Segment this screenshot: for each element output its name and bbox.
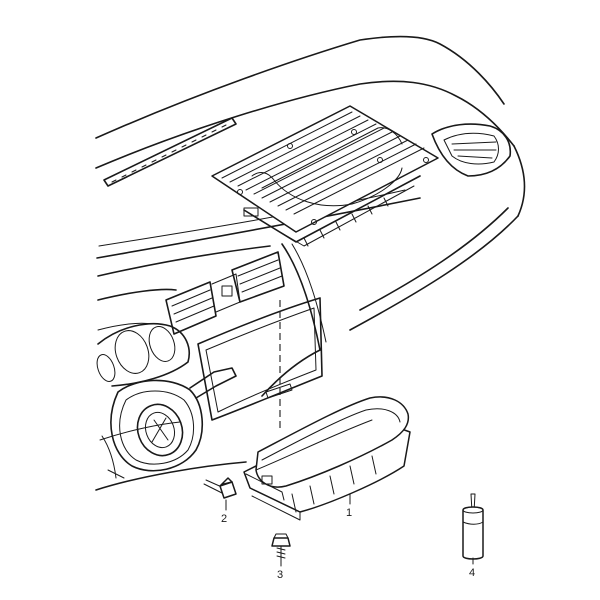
- center-air-vents: [165, 251, 285, 335]
- side-air-vent: [431, 123, 512, 177]
- callout-number-1: 1: [346, 507, 352, 519]
- cylinder-part: [462, 493, 484, 560]
- defrost-vent: [103, 117, 237, 187]
- instrument-cluster: [96, 322, 190, 387]
- callout-number-4: 4: [469, 567, 475, 579]
- steering-wheel: [101, 367, 237, 479]
- connector-part: [203, 477, 237, 499]
- upper-airbag-module: [211, 105, 439, 247]
- callout-number-3: 3: [277, 569, 283, 581]
- bolt-part: [271, 533, 291, 561]
- callout-number-2: 2: [221, 513, 227, 525]
- knee-airbag: [243, 396, 411, 521]
- center-display: [197, 297, 323, 421]
- dashboard-outline: [95, 35, 526, 491]
